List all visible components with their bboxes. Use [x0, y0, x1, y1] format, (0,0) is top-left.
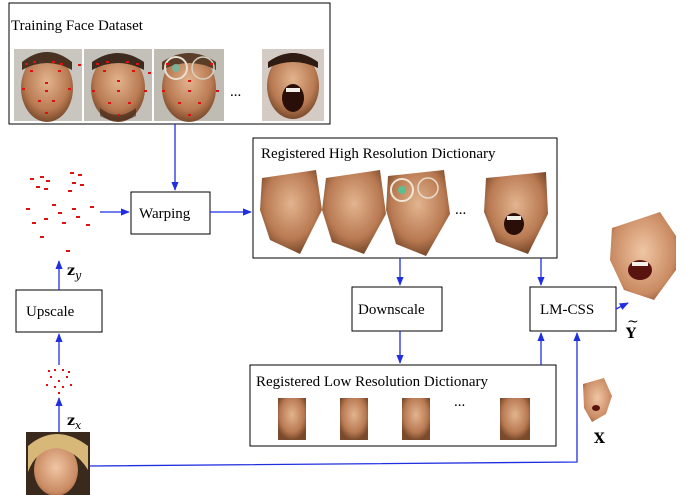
output-hr-face: [610, 212, 676, 300]
training-face-3: [154, 49, 224, 122]
warping-label: Warping: [139, 206, 191, 222]
training-dataset-title: Training Face Dataset: [11, 18, 144, 34]
lr-ellipsis: ...: [454, 394, 465, 410]
lr-face-4: [500, 398, 530, 440]
training-landmarks: [22, 61, 219, 116]
y-label: Y: [625, 326, 637, 342]
hr-face-3: [386, 170, 450, 256]
warping-box: [130, 191, 211, 235]
upscale-box: [15, 289, 103, 333]
low-res-dictionary-title: Registered Low Resolution Dictionary: [256, 374, 489, 390]
training-face-2: [84, 49, 152, 122]
input-face-photo: [26, 432, 90, 495]
y-tilde: ~: [627, 314, 639, 330]
high-res-dictionary-title: Registered High Resolution Dictionary: [261, 146, 496, 162]
training-face-4: [262, 49, 324, 121]
high-res-dictionary-panel: Registered High Resolution Dictionary ..…: [252, 137, 558, 259]
x-label: X: [594, 431, 605, 447]
zx-symbol: z: [67, 413, 75, 429]
training-dataset-panel: Training Face Dataset ...: [8, 2, 331, 125]
lr-face-3: [402, 398, 430, 440]
zx-label: zx: [67, 413, 82, 432]
training-face-1: [14, 49, 82, 122]
upscale-label: Upscale: [26, 304, 75, 320]
downscale-box: [351, 286, 443, 332]
lr-face-2: [340, 398, 368, 440]
lr-input-face: [583, 378, 612, 422]
hr-face-2: [322, 170, 386, 254]
lmcss-label: LM-CSS: [540, 302, 594, 318]
low-res-dictionary-panel: Registered Low Resolution Dictionary ...: [249, 364, 557, 447]
lr-face-1: [278, 398, 306, 440]
arrows: [55, 124, 629, 467]
zx-landmark-cloud: [46, 369, 72, 394]
zy-subscript: y: [74, 269, 82, 282]
lmcss-box: [529, 286, 617, 332]
zy-landmark-cloud: [26, 172, 94, 252]
hr-face-4: [484, 172, 548, 254]
hr-face-1: [260, 170, 322, 254]
zy-label: zy: [67, 263, 82, 282]
zx-subscript: x: [75, 419, 82, 432]
hr-ellipsis: ...: [455, 202, 466, 218]
arrow-input-to-lmcss: [89, 332, 581, 467]
arrow-lmcss-to-output: [615, 302, 629, 310]
training-ellipsis: ...: [230, 84, 241, 100]
zy-symbol: z: [67, 263, 75, 279]
downscale-label: Downscale: [358, 302, 425, 318]
